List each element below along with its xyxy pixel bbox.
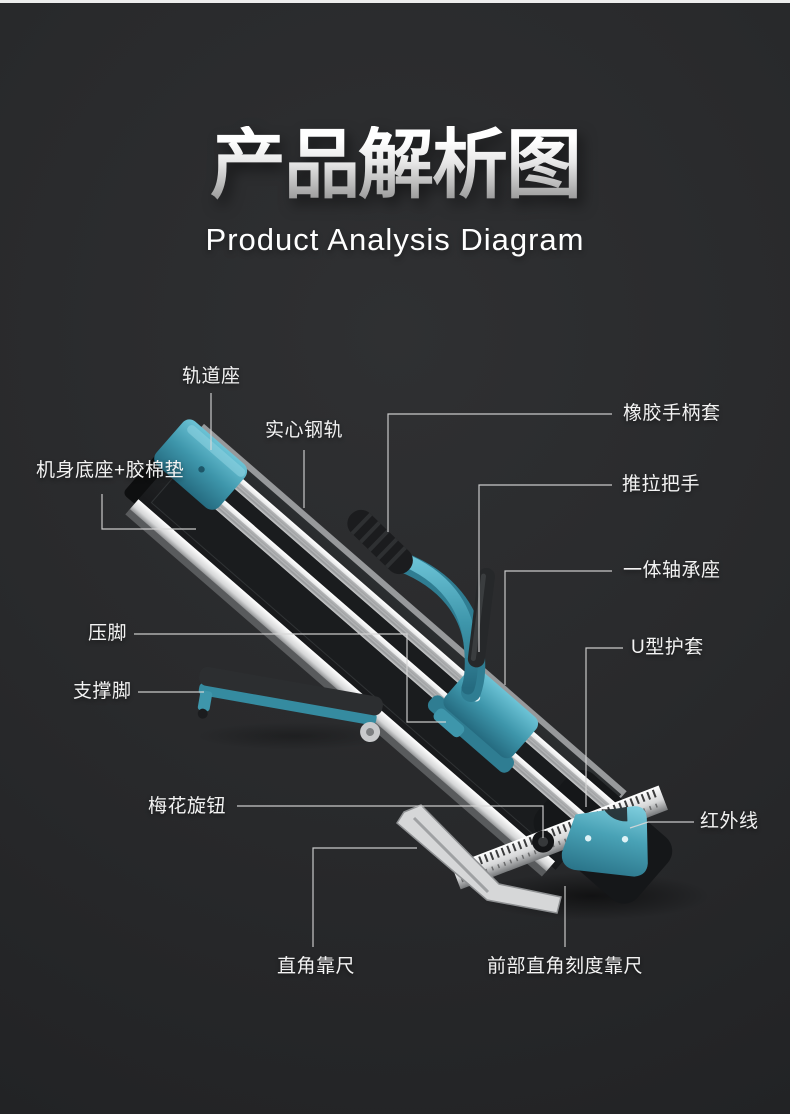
support-foot-part <box>197 666 383 743</box>
page-title: 产品解析图 <box>0 126 790 206</box>
leader-line-bearing-seat <box>504 570 612 685</box>
leader-line-rubber-grip <box>387 413 612 532</box>
leader-line-presser-foot <box>134 633 446 723</box>
label-infrared: 红外线 <box>700 811 759 832</box>
infrared-laser-housing <box>561 806 648 877</box>
top-edge-strip <box>0 0 790 3</box>
leader-line-right-angle-ruler <box>312 847 417 947</box>
rail-seat-block <box>154 419 248 510</box>
foot-shadow <box>195 722 395 750</box>
right-angle-ruler-part <box>396 804 562 914</box>
label-presser-foot: 压脚 <box>88 623 128 644</box>
label-front-scale-ruler: 前部直角刻度靠尺 <box>487 956 644 977</box>
label-base-with-pad: 机身底座+胶棉垫 <box>36 460 185 481</box>
leader-line-infrared <box>629 821 694 829</box>
label-right-angle-ruler: 直角靠尺 <box>277 956 356 977</box>
label-support-foot: 支撑脚 <box>73 681 132 702</box>
label-star-knob: 梅花旋钮 <box>148 796 227 817</box>
label-bearing-seat: 一体轴承座 <box>623 560 721 581</box>
leader-line-star-knob <box>237 805 544 838</box>
page-subtitle: Product Analysis Diagram <box>205 222 585 257</box>
rubber-grip-part <box>347 509 413 575</box>
label-u-sheath: U型护套 <box>631 637 704 658</box>
leader-line-base-with-pad <box>101 494 196 530</box>
label-push-pull-handle: 推拉把手 <box>622 474 701 495</box>
label-rail-seat: 轨道座 <box>182 366 241 387</box>
label-rubber-grip: 橡胶手柄套 <box>623 403 721 424</box>
label-solid-steel-rail: 实心钢轨 <box>265 420 344 441</box>
leader-line-u-sheath <box>585 647 623 807</box>
leader-line-push-pull-handle <box>478 484 612 652</box>
